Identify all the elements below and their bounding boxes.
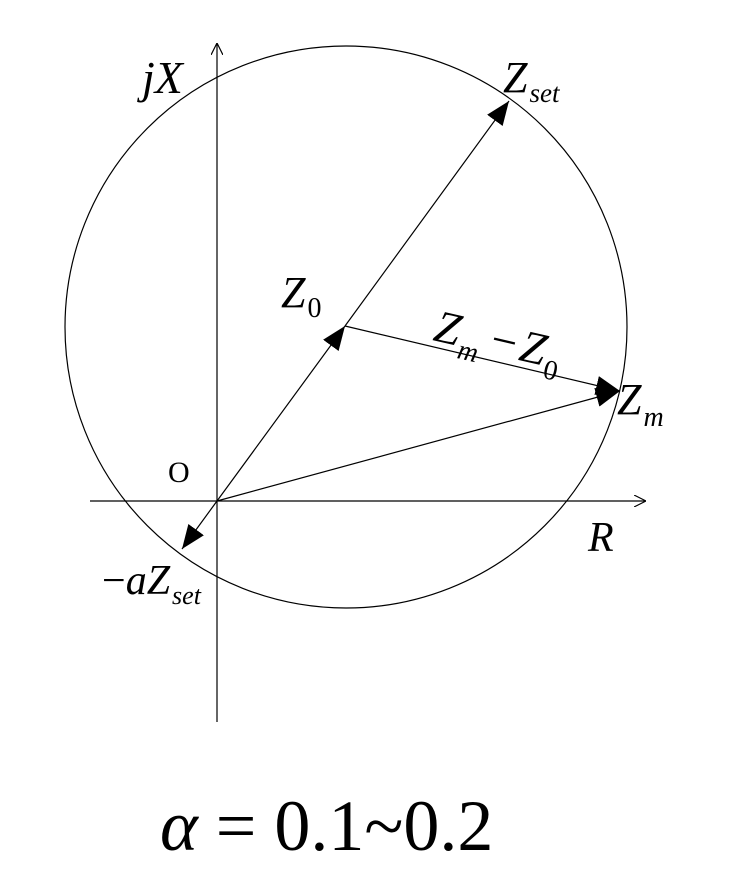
z0-label: Z0 bbox=[281, 268, 321, 324]
zm-minus-z0-vector bbox=[344, 325, 621, 395]
svg-text:Zm−Z0: Zm−Z0 bbox=[428, 300, 568, 388]
zm-label: Zm bbox=[617, 375, 664, 433]
zset-label: Zset bbox=[503, 53, 561, 108]
neg-a-zset-label: −aZset bbox=[102, 558, 202, 610]
zm-minus-z0-label: Zm−Z0 bbox=[428, 300, 568, 388]
z0-vector bbox=[216, 325, 346, 502]
imaginary-axis-label: jX bbox=[137, 52, 185, 103]
alpha-range-formula: α = 0.1~0.2 bbox=[160, 786, 493, 866]
zm-vector bbox=[216, 388, 621, 502]
characteristic-circle bbox=[64, 45, 628, 609]
neg-a-zset-vector bbox=[181, 500, 218, 550]
zset-vector bbox=[344, 100, 510, 327]
real-axis-label: R bbox=[587, 515, 614, 561]
origin-label: O bbox=[168, 456, 190, 489]
